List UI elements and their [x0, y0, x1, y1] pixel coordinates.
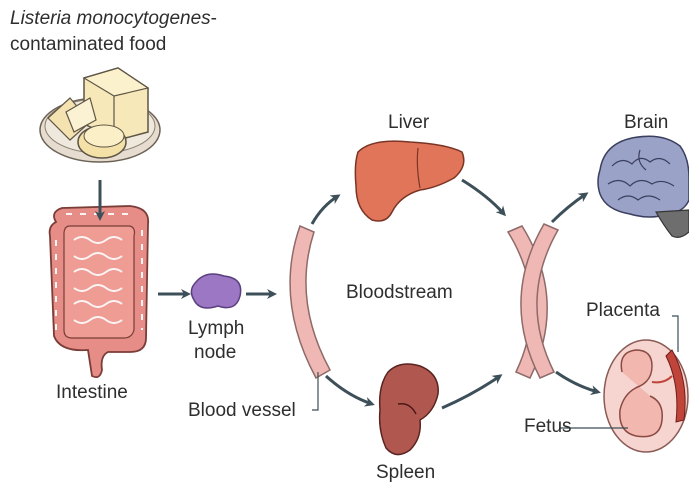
arrow-vessel-to-liver — [312, 196, 338, 224]
arrow-spleen-to-vessel — [442, 376, 500, 408]
brain-icon — [598, 136, 689, 237]
cheese-plate-icon — [40, 68, 160, 162]
label-brain: Brain — [624, 112, 668, 134]
label-lymph-line2: node — [194, 342, 236, 364]
title-organism: Listeria monocytogenes — [10, 8, 211, 29]
arrow-vessel-to-spleen — [326, 376, 372, 404]
title-line2: contaminated food — [10, 34, 166, 56]
label-spleen: Spleen — [376, 462, 435, 484]
lymph-node-icon — [191, 274, 240, 308]
title-dash: - — [211, 8, 217, 29]
title-line1: Listeria monocytogenes- — [10, 8, 217, 30]
label-placenta: Placenta — [586, 300, 660, 322]
label-liver: Liver — [388, 112, 429, 134]
label-lymph-line1: Lymph — [188, 318, 244, 340]
label-intestine: Intestine — [56, 382, 128, 404]
arrow-vessel-to-brain — [552, 194, 586, 222]
arrow-vessel-to-fetus — [556, 372, 598, 392]
label-fetus: Fetus — [524, 416, 572, 438]
blood-vessel-left — [290, 226, 330, 378]
spleen-icon — [380, 364, 439, 455]
fetus-placenta-icon — [604, 340, 688, 452]
intestine-icon — [50, 206, 149, 377]
label-blood-vessel: Blood vessel — [188, 400, 296, 422]
liver-icon — [355, 141, 463, 221]
label-bloodstream: Bloodstream — [346, 282, 453, 304]
arrow-liver-to-vessel — [462, 180, 504, 214]
leader-placenta — [672, 316, 678, 352]
